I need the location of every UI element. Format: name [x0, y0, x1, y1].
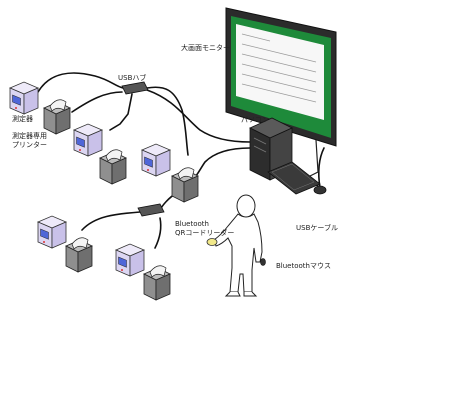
label-usb-hub: USBハブ	[118, 74, 147, 82]
printer	[43, 99, 71, 135]
measuring-unit	[9, 81, 39, 115]
measuring-unit	[37, 215, 67, 249]
label-large-monitor: 大画面モニター	[181, 44, 230, 52]
label-qr-reader-line2: QRコードリーダー	[175, 229, 235, 237]
usb-hub-bottom	[137, 203, 165, 217]
label-printer-line1: 測定器専用	[12, 132, 47, 140]
operator-cleanroom-suit	[213, 194, 263, 297]
label-printer-line2: プリンター	[12, 141, 47, 149]
printer	[143, 265, 171, 301]
measuring-unit	[141, 143, 171, 177]
label-bluetooth-mouse: Bluetoothマウス	[276, 262, 331, 270]
label-measuring-unit: 測定器	[12, 115, 33, 123]
mouse	[313, 185, 327, 195]
label-usb-cable: USBケーブル	[296, 224, 338, 232]
usb-hub-top	[121, 81, 149, 95]
bluetooth-mouse	[260, 258, 266, 266]
printer	[171, 167, 199, 203]
printer	[99, 149, 127, 185]
measuring-unit	[73, 123, 103, 157]
printer	[65, 237, 93, 273]
label-pc: パソコン	[241, 116, 269, 124]
label-qr-reader-line1: Bluetooth	[175, 220, 209, 228]
measuring-unit	[115, 243, 145, 277]
pc-tower	[249, 117, 293, 181]
keyboard	[267, 161, 321, 195]
large-monitor	[225, 7, 337, 177]
qr-reader	[206, 238, 218, 246]
